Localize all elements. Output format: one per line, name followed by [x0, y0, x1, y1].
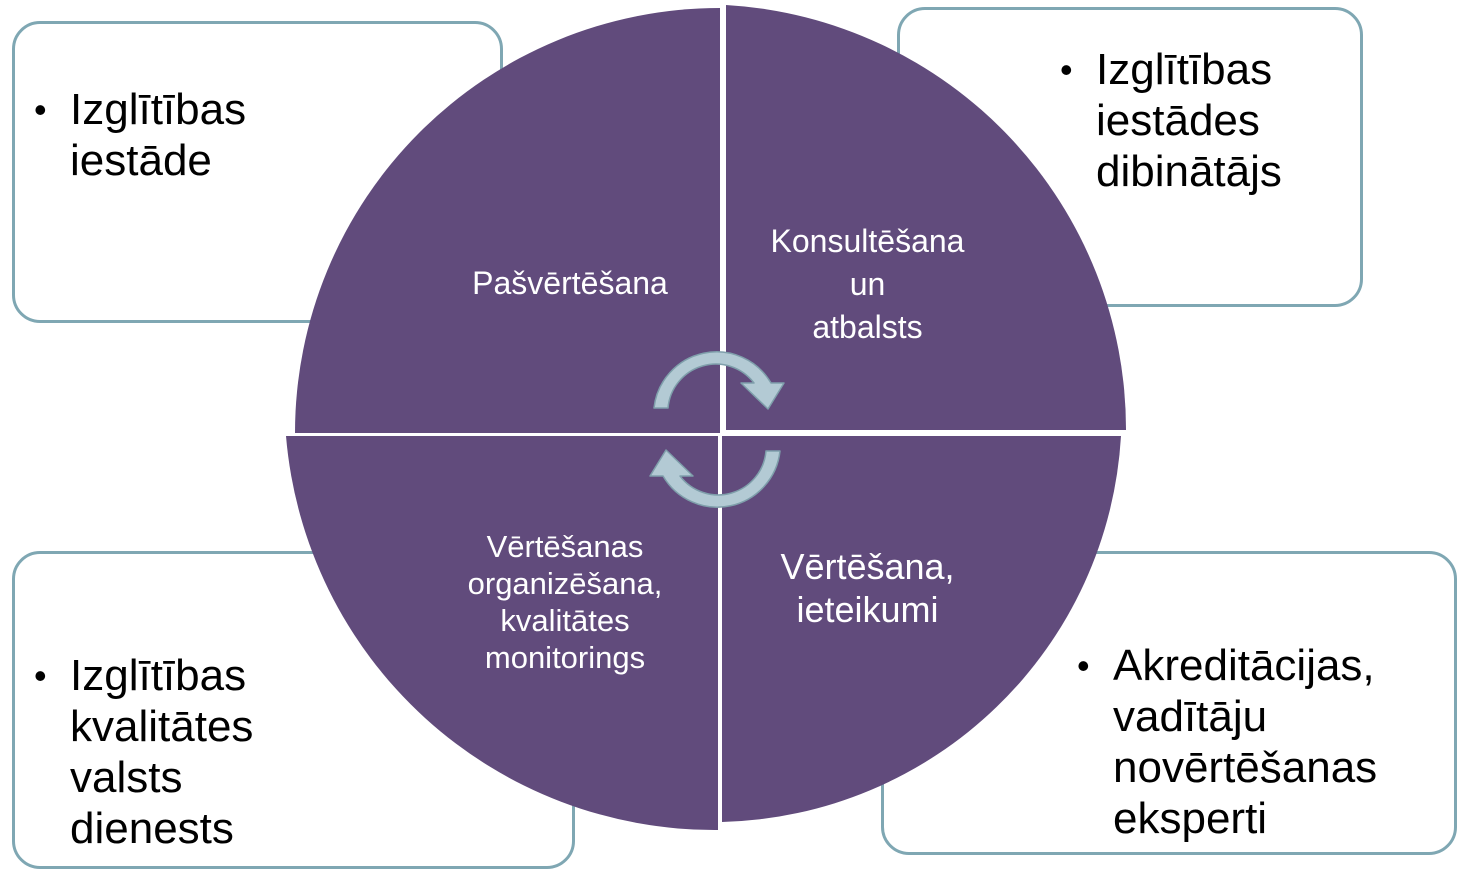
quadrant-top-left	[295, 8, 720, 433]
quadrant-label-line: Vērtēšanas	[486, 529, 644, 564]
quadrant-label-line: ieteikumi	[796, 589, 939, 630]
quadrant-label-organization: Vērtēšanas organizēšana, kvalitātes moni…	[420, 528, 710, 676]
cycle-arrow-top-icon	[653, 351, 785, 410]
actor-label-line: Izglītības	[70, 651, 247, 700]
cycle-arrow-bottom-icon	[649, 449, 781, 508]
actor-label-line: Izglītības	[1096, 45, 1273, 94]
actor-label-line: Izglītības	[70, 85, 247, 134]
quadrant-label-line: Konsultēšana	[770, 223, 965, 259]
quadrant-label-evaluation: Vērtēšana, ieteikumi	[735, 545, 1000, 631]
actor-label-line: dienests	[70, 804, 234, 853]
actor-label-line: Akreditācijas,	[1113, 641, 1375, 690]
quadrant-label-line: atbalsts	[812, 309, 923, 345]
quadrant-label-line: organizēšana,	[467, 566, 663, 601]
actor-label-quality-service: Izglītības kvalitātes valsts dienests	[34, 650, 534, 854]
quadrant-top-right	[726, 5, 1127, 430]
actor-label-line: kvalitātes	[70, 702, 254, 751]
quadrant-bottom-right	[722, 436, 1121, 822]
actor-label-line: dibinātājs	[1096, 147, 1282, 196]
actor-label-line: iestādes	[1096, 96, 1260, 145]
actor-label-founder: Izglītības iestādes dibinātājs	[1060, 44, 1360, 197]
quadrant-label-line: Vērtēšana,	[780, 546, 955, 587]
actor-label-line: vadītāju	[1113, 692, 1268, 741]
actor-label-line: iestāde	[70, 136, 212, 185]
actor-label-experts: Akreditācijas, vadītāju novērtēšanas eks…	[1077, 640, 1447, 844]
quadrant-label-line: Pašvērtēšana	[472, 265, 668, 301]
actor-label-line: valsts	[70, 753, 183, 802]
actor-label-line: novērtēšanas	[1113, 743, 1378, 792]
quadrant-bottom-left	[286, 436, 718, 831]
actor-label-institution: Izglītības iestāde	[34, 84, 434, 186]
quadrant-label-self-evaluation: Pašvērtēšana	[430, 262, 710, 305]
quadrant-label-line: kvalitātes	[500, 603, 630, 638]
quadrant-label-line: un	[849, 266, 886, 302]
actor-label-line: eksperti	[1113, 794, 1268, 843]
quadrant-label-consulting: Konsultēšana un atbalsts	[735, 220, 1000, 349]
